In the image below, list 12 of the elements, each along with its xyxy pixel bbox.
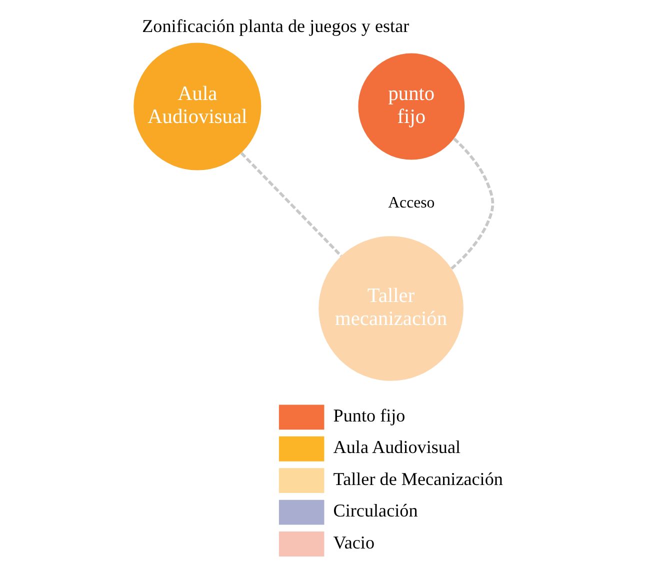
diagram-title: Zonificación planta de juegos y estar (142, 16, 409, 36)
legend-label: Aula Audiovisual (332, 437, 460, 458)
legend-label: Taller de Mecanización (332, 468, 502, 489)
node-circle: Taller mecanización (318, 236, 463, 381)
node-circle: punto fijo (358, 53, 464, 160)
node-circle: Aula Audiovisual (133, 42, 261, 170)
legend-label: Vacio (332, 532, 374, 552)
legend-label: Circulación (332, 500, 418, 521)
connector (450, 138, 494, 270)
node-label: Acceso (388, 194, 434, 212)
legend-label: Punto fijo (332, 405, 405, 426)
connector (240, 152, 342, 257)
